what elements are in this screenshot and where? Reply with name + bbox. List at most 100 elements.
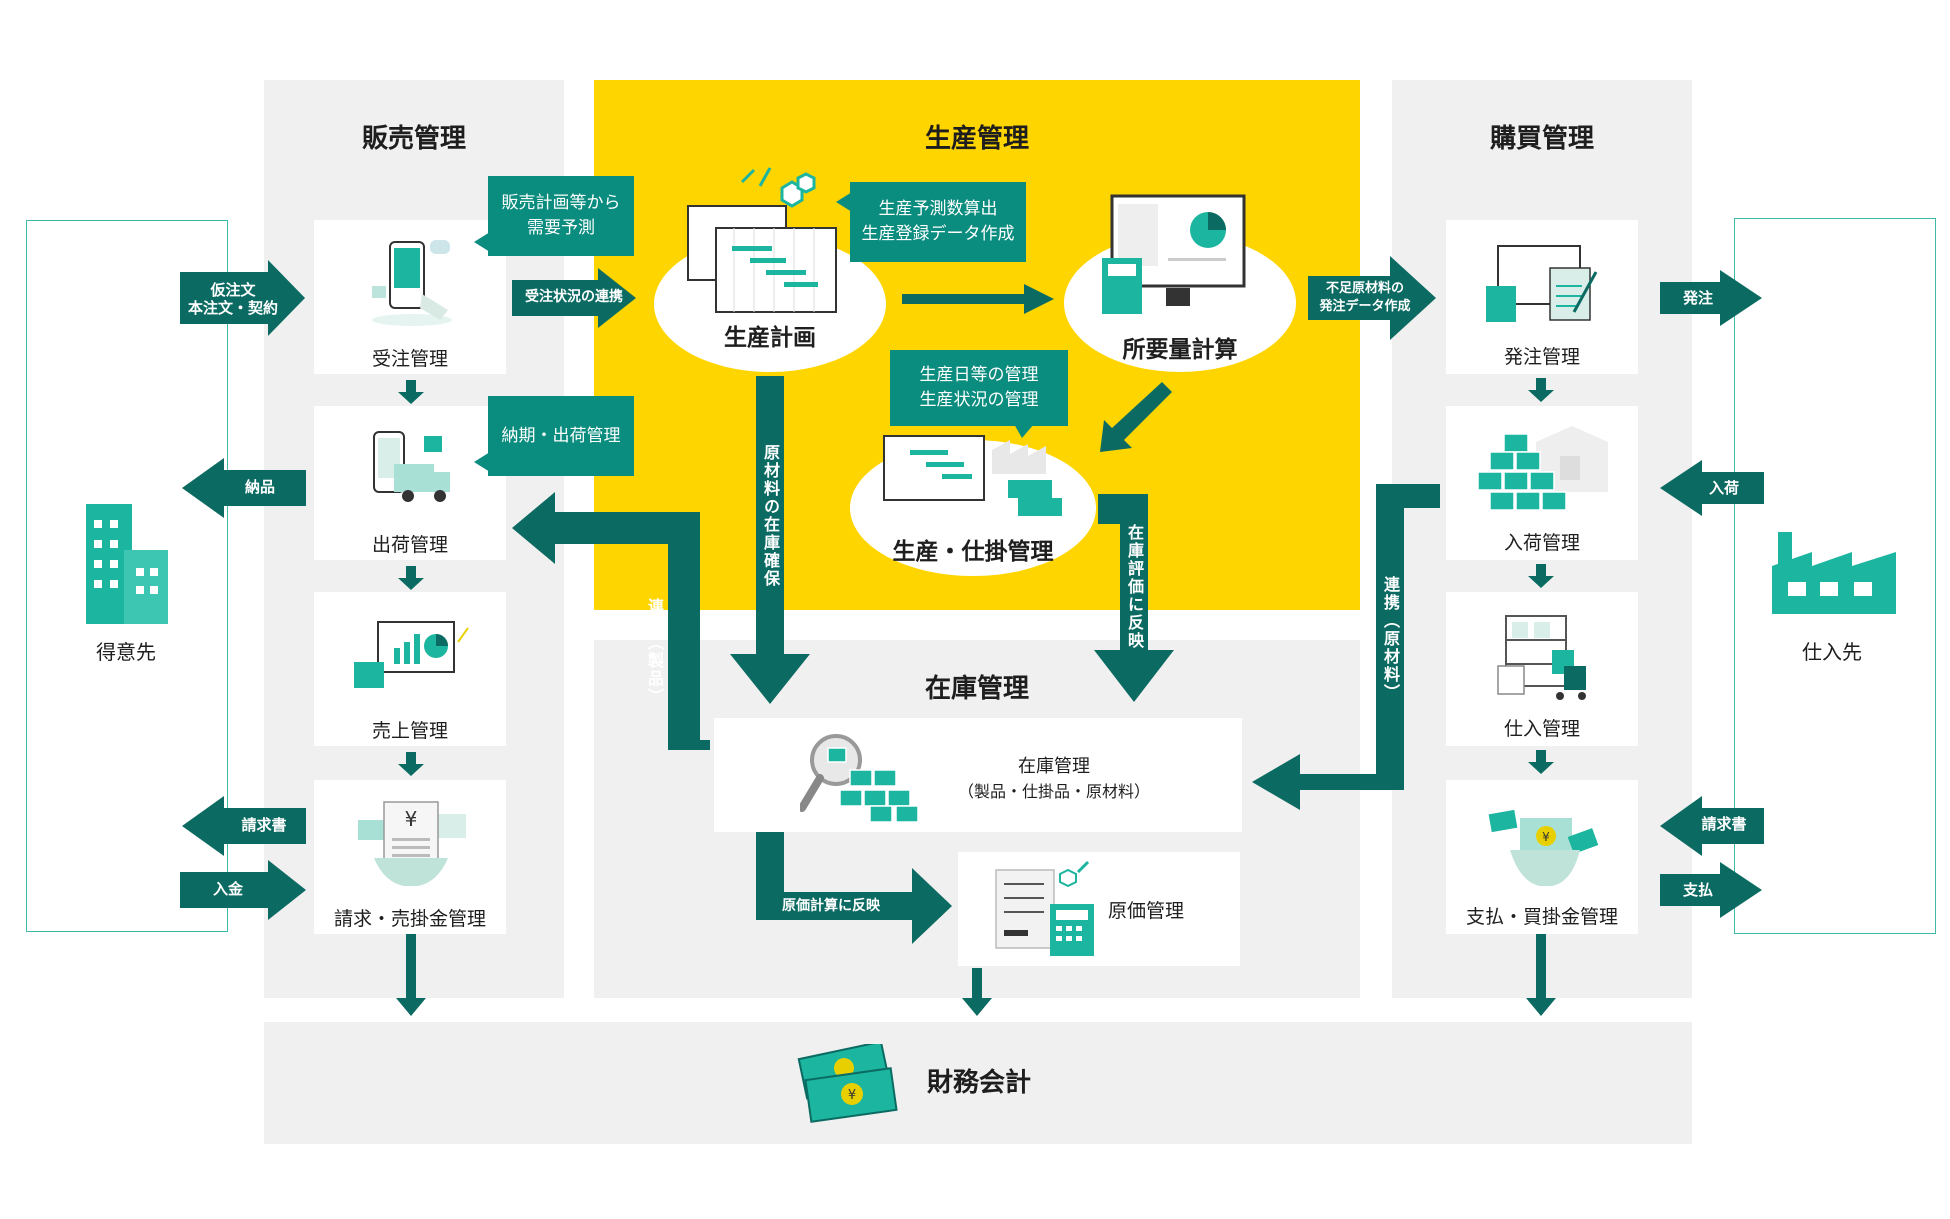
arrow-plan-mrp bbox=[902, 284, 1054, 314]
arrow-sales-1 bbox=[398, 380, 424, 404]
shipping-label: 出荷管理 bbox=[371, 534, 448, 556]
gantt-chart-icon bbox=[687, 167, 837, 313]
production-title: 生産管理 bbox=[924, 124, 1029, 154]
cost-calculator-icon bbox=[995, 860, 1094, 956]
arrow-order-in bbox=[180, 260, 305, 336]
receiving-label: 入荷管理 bbox=[1503, 532, 1580, 554]
smartphone-shop-icon bbox=[372, 240, 452, 326]
sales-record-card[interactable]: 売上管理 bbox=[314, 592, 506, 746]
prod-forecast-note: 生産予測数算出 生産登録データ作成 bbox=[850, 182, 1026, 262]
prod-status-tail bbox=[1014, 424, 1034, 438]
arrow-invoice-out bbox=[182, 796, 306, 856]
label-payment-in: 入金 bbox=[212, 880, 243, 898]
forecast-note: 販売計画等から 需要予測 bbox=[488, 176, 634, 256]
label-invoice-out: 請求書 bbox=[241, 816, 287, 834]
sales-title: 販売管理 bbox=[361, 124, 466, 154]
supplier-label: 仕入先 bbox=[1802, 640, 1862, 664]
office-building-icon bbox=[86, 504, 168, 624]
customer-label: 得意先 bbox=[96, 640, 156, 664]
inventory-title: 在庫管理 bbox=[924, 674, 1029, 704]
arrow-sales-2 bbox=[398, 566, 424, 590]
label-material-link: 連携（原材料） bbox=[1381, 576, 1400, 702]
payment-yen-icon: ¥ bbox=[1488, 809, 1599, 886]
order-label: 受注管理 bbox=[371, 348, 448, 370]
receiving-card[interactable]: 入荷管理 bbox=[1446, 406, 1638, 560]
svg-text:¥: ¥ bbox=[1542, 830, 1550, 844]
banknote-icon: ¥ bbox=[797, 1044, 898, 1123]
warehouse-boxes-icon bbox=[1477, 426, 1608, 511]
arrow-shortage bbox=[1308, 256, 1436, 340]
arrow-purchase-1 bbox=[1528, 378, 1554, 402]
factory-icon bbox=[1772, 532, 1896, 614]
plan-label: 生産計画 bbox=[724, 325, 816, 351]
arrow-place-order bbox=[1660, 270, 1762, 326]
sales-chart-icon bbox=[354, 621, 469, 688]
cost-card[interactable]: 原価管理 bbox=[958, 852, 1240, 966]
svg-text:¥: ¥ bbox=[405, 807, 418, 831]
arrow-product-link bbox=[512, 492, 710, 770]
arrow-eval-reflect bbox=[1094, 494, 1174, 702]
customer-frame bbox=[26, 220, 228, 932]
purchase-order-card[interactable]: 発注管理 bbox=[1446, 220, 1638, 374]
finance-panel bbox=[264, 1022, 1692, 1144]
finance-title: 財務会計 bbox=[926, 1068, 1031, 1098]
supplier-frame bbox=[1734, 218, 1936, 934]
inventory-magnifier-icon bbox=[800, 734, 919, 823]
arrow-eval-body bbox=[1098, 494, 1148, 524]
arrow-purchase-3 bbox=[1528, 750, 1554, 774]
billing-card[interactable]: ¥ 請求・売掛金管理 bbox=[314, 780, 506, 934]
stock-purchase-label: 仕入管理 bbox=[1503, 718, 1580, 740]
purchase-title: 購買管理 bbox=[1489, 124, 1594, 154]
label-receive: 入荷 bbox=[1708, 479, 1739, 497]
label-eval-reflect: 在庫評価に反映 bbox=[1125, 524, 1144, 650]
arrow-purchase-2 bbox=[1528, 564, 1554, 588]
order-card[interactable]: 受注管理 bbox=[314, 220, 506, 374]
arrow-cost-reflect bbox=[756, 832, 952, 944]
sales-record-label: 売上管理 bbox=[371, 720, 448, 742]
arrow-deliver bbox=[182, 458, 306, 518]
prod-status-note: 生産日等の管理 生産状況の管理 bbox=[890, 350, 1068, 426]
factory-screen-icon bbox=[883, 435, 1062, 516]
invoice-yen-icon: ¥ bbox=[358, 801, 466, 886]
label-shortage: 不足原材料の 発注データ作成 bbox=[1319, 281, 1411, 314]
payment-card[interactable]: ¥ 支払・買掛金管理 bbox=[1446, 780, 1638, 934]
mrp-label: 所要量計算 bbox=[1122, 337, 1238, 363]
order-clipboard-icon bbox=[1486, 245, 1598, 322]
label-material-stock: 原材料の在庫確保 bbox=[761, 444, 780, 588]
shelf-cart-icon bbox=[1497, 615, 1586, 700]
arrow-purchase-finance bbox=[1526, 934, 1556, 1016]
arrow-receive bbox=[1660, 460, 1764, 516]
arrow-order-status bbox=[512, 268, 636, 328]
arrow-material-link bbox=[1252, 484, 1440, 810]
inventory-card-subtitle: （製品・仕掛品・原材料） bbox=[957, 782, 1150, 801]
arrow-sales-3 bbox=[398, 752, 424, 776]
svg-text:¥: ¥ bbox=[848, 1088, 856, 1103]
inventory-card-title: 在庫管理 bbox=[1018, 756, 1090, 777]
arrow-payment-in bbox=[180, 860, 306, 920]
arrow-material-stock bbox=[730, 376, 810, 704]
billing-label: 請求・売掛金管理 bbox=[333, 908, 486, 930]
delivery-truck-icon bbox=[373, 431, 450, 502]
arrow-invoice-in bbox=[1660, 796, 1764, 856]
arrow-mrp-wip bbox=[1100, 382, 1172, 452]
label-pay: 支払 bbox=[1682, 881, 1713, 899]
shipping-card[interactable]: 出荷管理 bbox=[314, 406, 506, 560]
label-invoice-in: 請求書 bbox=[1701, 815, 1747, 833]
arrow-pay bbox=[1660, 862, 1762, 918]
arrow-cost-finance bbox=[962, 968, 992, 1016]
delivery-note: 納期・出荷管理 bbox=[488, 396, 634, 476]
stock-purchase-card[interactable]: 仕入管理 bbox=[1446, 592, 1638, 746]
arrow-sales-finance bbox=[396, 934, 426, 1016]
label-deliver: 納品 bbox=[244, 478, 275, 496]
delivery-note-tail bbox=[474, 452, 490, 472]
label-order-status: 受注状況の連携 bbox=[525, 289, 623, 305]
label-cost-reflect: 原価計算に反映 bbox=[782, 898, 880, 914]
forecast-note-tail bbox=[474, 232, 490, 252]
cost-card-label: 原価管理 bbox=[1108, 900, 1185, 922]
label-place-order: 発注 bbox=[1682, 289, 1713, 307]
inventory-card[interactable]: 在庫管理 （製品・仕掛品・原材料） bbox=[714, 718, 1242, 832]
prod-forecast-tail bbox=[836, 192, 852, 212]
label-product-link: 連携（製品） bbox=[645, 598, 664, 706]
purchase-order-label: 発注管理 bbox=[1503, 346, 1580, 368]
